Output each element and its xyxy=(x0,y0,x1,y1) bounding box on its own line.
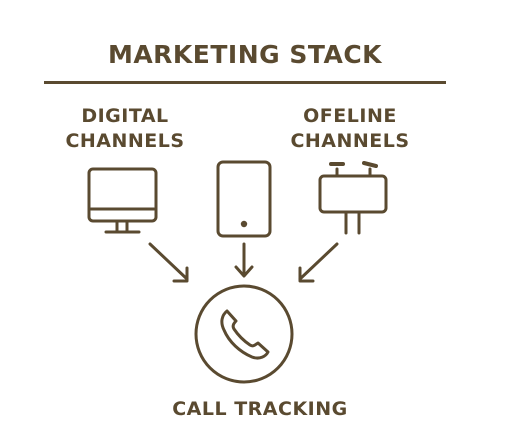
digital-label-line-2: CHANNELS xyxy=(65,130,185,152)
desktop-monitor-icon xyxy=(87,167,158,234)
arrow-offline-to-tracking xyxy=(298,242,339,283)
digital-label-line-1: DIGITAL xyxy=(81,105,169,127)
title-divider xyxy=(44,81,446,84)
offline-channels-label: OFELINE CHANNELS xyxy=(275,104,425,154)
offline-label-line-2: CHANNELS xyxy=(290,130,410,152)
phone-handset-icon xyxy=(194,284,294,384)
offline-label-line-1: OFELINE xyxy=(303,105,397,127)
smartphone-icon xyxy=(216,160,272,238)
call-tracking-label: CALL TRACKING xyxy=(172,398,348,420)
arrow-digital-to-tracking xyxy=(148,242,189,283)
arrow-mobile-to-tracking xyxy=(234,242,254,278)
diagram-title: MARKETING STACK xyxy=(107,40,383,69)
digital-channels-label: DIGITAL CHANNELS xyxy=(50,104,200,154)
billboard-icon xyxy=(318,161,388,235)
